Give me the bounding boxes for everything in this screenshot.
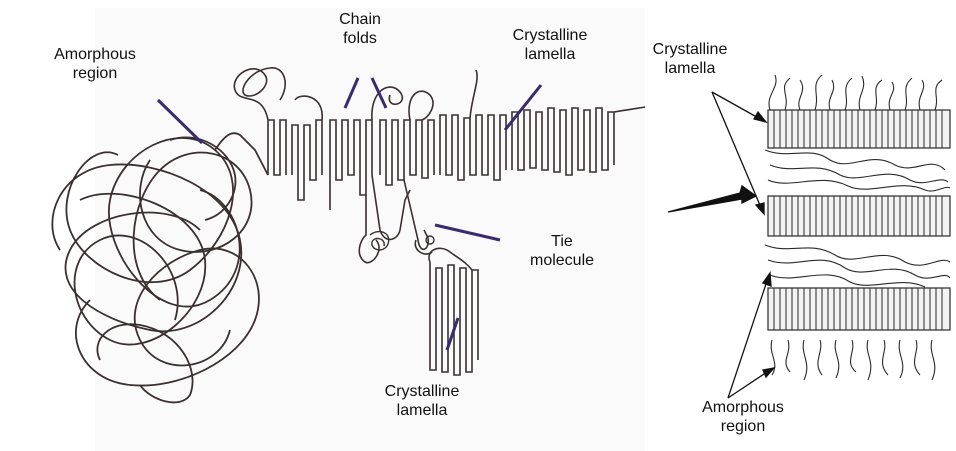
lamella-2 (768, 196, 950, 236)
lamella-1 (768, 110, 950, 148)
label-amorphous-line2: region (30, 64, 160, 83)
arrow-crystalline-1 (712, 92, 762, 120)
label-tie-line2: molecule (512, 251, 612, 270)
arrow-amorphous-1 (728, 278, 768, 398)
label-right-crystalline-line2: lamella (640, 59, 740, 78)
label-amorphous-region: Amorphous region (30, 45, 160, 83)
arrow-amorphous-2 (728, 370, 770, 398)
label-right-crystalline-lamella: Crystalline lamella (640, 40, 740, 78)
arrowhead-amorphous-2 (763, 368, 774, 377)
label-tie-line1: Tie (512, 232, 612, 251)
right-panel (668, 75, 950, 398)
label-right-crystalline-line1: Crystalline (640, 40, 740, 59)
label-chain-folds: Chain folds (320, 10, 400, 48)
label-right-amorphous-line1: Amorphous (688, 398, 798, 417)
label-crystalline-lamella-top: Crystalline lamella (495, 26, 605, 64)
arrowhead-crystalline-2 (756, 203, 764, 214)
label-crystalline-bottom-line2: lamella (367, 401, 477, 420)
label-right-amorphous-region: Amorphous region (688, 398, 798, 436)
label-crystalline-lamella-bottom: Crystalline lamella (367, 382, 477, 420)
big-arrow (668, 186, 756, 212)
pointer-arrows (668, 92, 774, 398)
arrow-crystalline-2 (712, 92, 762, 210)
arrowhead-crystalline-1 (754, 112, 766, 122)
lamella-3 (768, 288, 950, 330)
label-chain-folds-line1: Chain (320, 10, 400, 29)
label-amorphous-line1: Amorphous (30, 45, 160, 64)
label-tie-molecule: Tie molecule (512, 232, 612, 270)
label-crystalline-top-line2: lamella (495, 45, 605, 64)
label-crystalline-top-line1: Crystalline (495, 26, 605, 45)
arrowhead-amorphous-1 (763, 273, 771, 286)
label-right-amorphous-line2: region (688, 417, 798, 436)
label-crystalline-bottom-line1: Crystalline (367, 382, 477, 401)
label-chain-folds-line2: folds (320, 29, 400, 48)
